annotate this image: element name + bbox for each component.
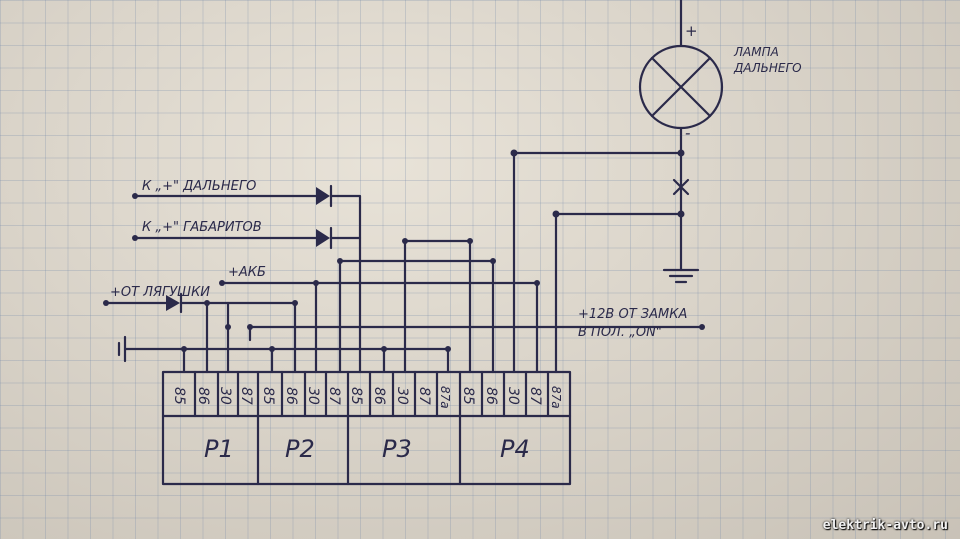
- p4-pin-87: 87: [527, 387, 543, 405]
- p3-pin-85: 85: [348, 387, 364, 405]
- p4-pin-87a: 87a: [549, 386, 563, 409]
- p4-pin-86: 86: [483, 387, 499, 405]
- diode-parking: [132, 226, 362, 250]
- p3-pin-87a: 87a: [438, 386, 452, 409]
- lamp-name-line2: ДАЛЬНЕГО: [733, 61, 802, 75]
- p2-pin-87: 87: [326, 387, 342, 405]
- p3-name: Р3: [382, 435, 412, 463]
- p4-pin-30: 30: [505, 387, 521, 405]
- label-to-high-beam: К „+" ДАЛЬНЕГО: [142, 179, 256, 194]
- relay-p3: 85 86 30 87 87a Р3: [348, 370, 452, 463]
- diode-frog: [103, 292, 297, 314]
- relay-block: [161, 370, 572, 486]
- label-ignition-1: +12В ОТ ЗАМКА: [578, 307, 687, 322]
- lamp-name-line1: ЛАМПА: [733, 45, 779, 59]
- p1-name: Р1: [204, 435, 234, 463]
- p1-pin-87: 87: [238, 387, 254, 405]
- p2-pin-85: 85: [260, 387, 276, 405]
- relay-p1: 85 86 30 87 Р1: [171, 370, 254, 463]
- label-from-frog: +ОТ ЛЯГУШКИ: [110, 285, 210, 300]
- lamp-plus-label: +: [685, 22, 698, 40]
- high-beam-lamp: + - ЛАМПА ДАЛЬНЕГО: [638, 0, 802, 272]
- lamp-minus-label: -: [685, 124, 690, 142]
- p2-pin-86: 86: [283, 387, 299, 405]
- p3-pin-30: 30: [394, 387, 410, 405]
- diode-high-beam: [132, 184, 362, 374]
- p1-pin-86: 86: [195, 387, 211, 405]
- label-battery: +АКБ: [228, 265, 266, 280]
- p4-name: Р4: [500, 435, 530, 463]
- p4-pin-85: 85: [460, 387, 476, 405]
- break-mark: [672, 178, 690, 196]
- label-ignition-2: В ПОЛ. „ON": [578, 325, 662, 340]
- p2-name: Р2: [285, 435, 315, 463]
- p3-pin-87: 87: [416, 387, 432, 405]
- label-to-parking: К „+" ГАБАРИТОВ: [142, 220, 262, 235]
- wire-lamp-to-p4-87a: [554, 212, 683, 374]
- p2-pin-30: 30: [305, 387, 321, 405]
- p1-pin-85: 85: [171, 387, 187, 405]
- ground-symbol: [662, 268, 700, 284]
- relay-p4: 85 86 30 87 87a Р4: [460, 370, 563, 463]
- watermark: elektrik-avto.ru: [822, 518, 948, 533]
- p3-pin-86: 86: [371, 387, 387, 405]
- relay-p2: 85 86 30 87 Р2: [260, 370, 342, 463]
- p1-pin-30: 30: [217, 387, 233, 405]
